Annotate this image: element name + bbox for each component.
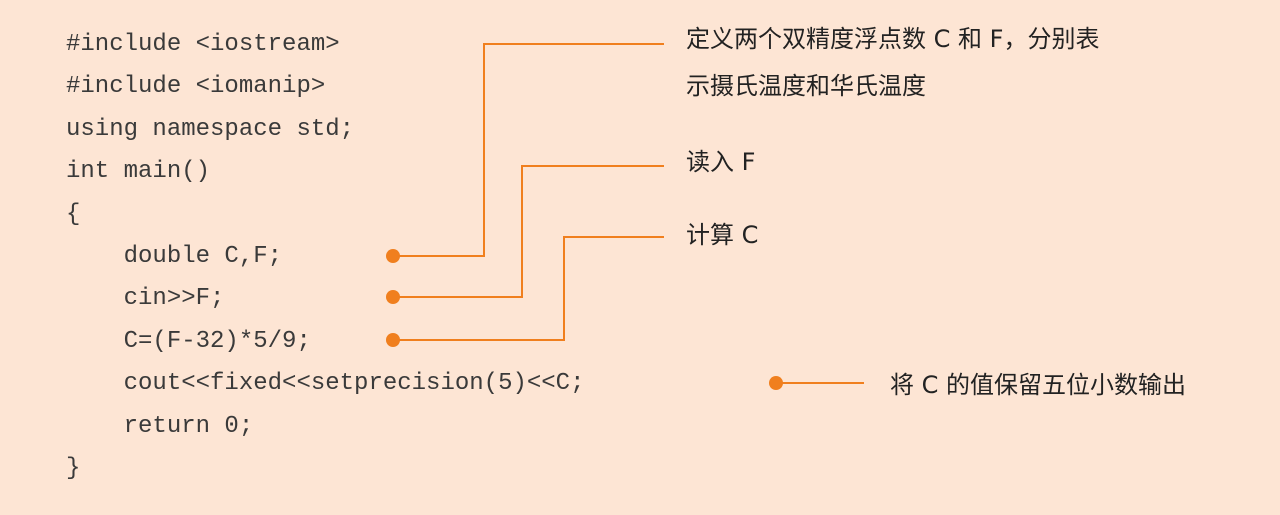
annotation-output: 将 C 的值保留五位小数输出 [890,371,1187,399]
annotation-define-line-1: 定义两个双精度浮点数 C 和 F，分别表 [686,25,1100,53]
callout-compute-c [386,236,664,347]
code-line: cout<<fixed<<setprecision(5)<<C; [66,370,585,397]
code-line: #include <iostream> [66,31,340,58]
connector-line-compute [393,236,664,341]
annotation-read-f: 读入 F [686,148,756,176]
callout-dot-output [769,376,783,390]
code-line: return 0; [66,413,254,440]
callout-dot-define [386,249,400,263]
code-line: cin>>F; [66,285,225,312]
code-line: #include <iomanip> [66,73,326,100]
annotation-define-line-2: 示摄氏温度和华氏温度 [686,72,926,100]
code-line: double C,F; [66,243,283,270]
callout-output [769,376,864,390]
code-line: } [66,455,81,482]
connector-line-define [393,43,664,257]
code-line: C=(F-32)*5/9; [66,328,311,355]
callout-dot-read [386,290,400,304]
code-line: int main() [66,158,211,185]
callout-read-f [386,165,664,304]
callout-dot-compute [386,333,400,347]
code-line: using namespace std; [66,116,355,143]
annotation-compute-c: 计算 C [686,221,759,249]
connector-line-read [393,165,664,298]
callout-define-variables [386,43,664,263]
code-line: { [66,201,81,228]
